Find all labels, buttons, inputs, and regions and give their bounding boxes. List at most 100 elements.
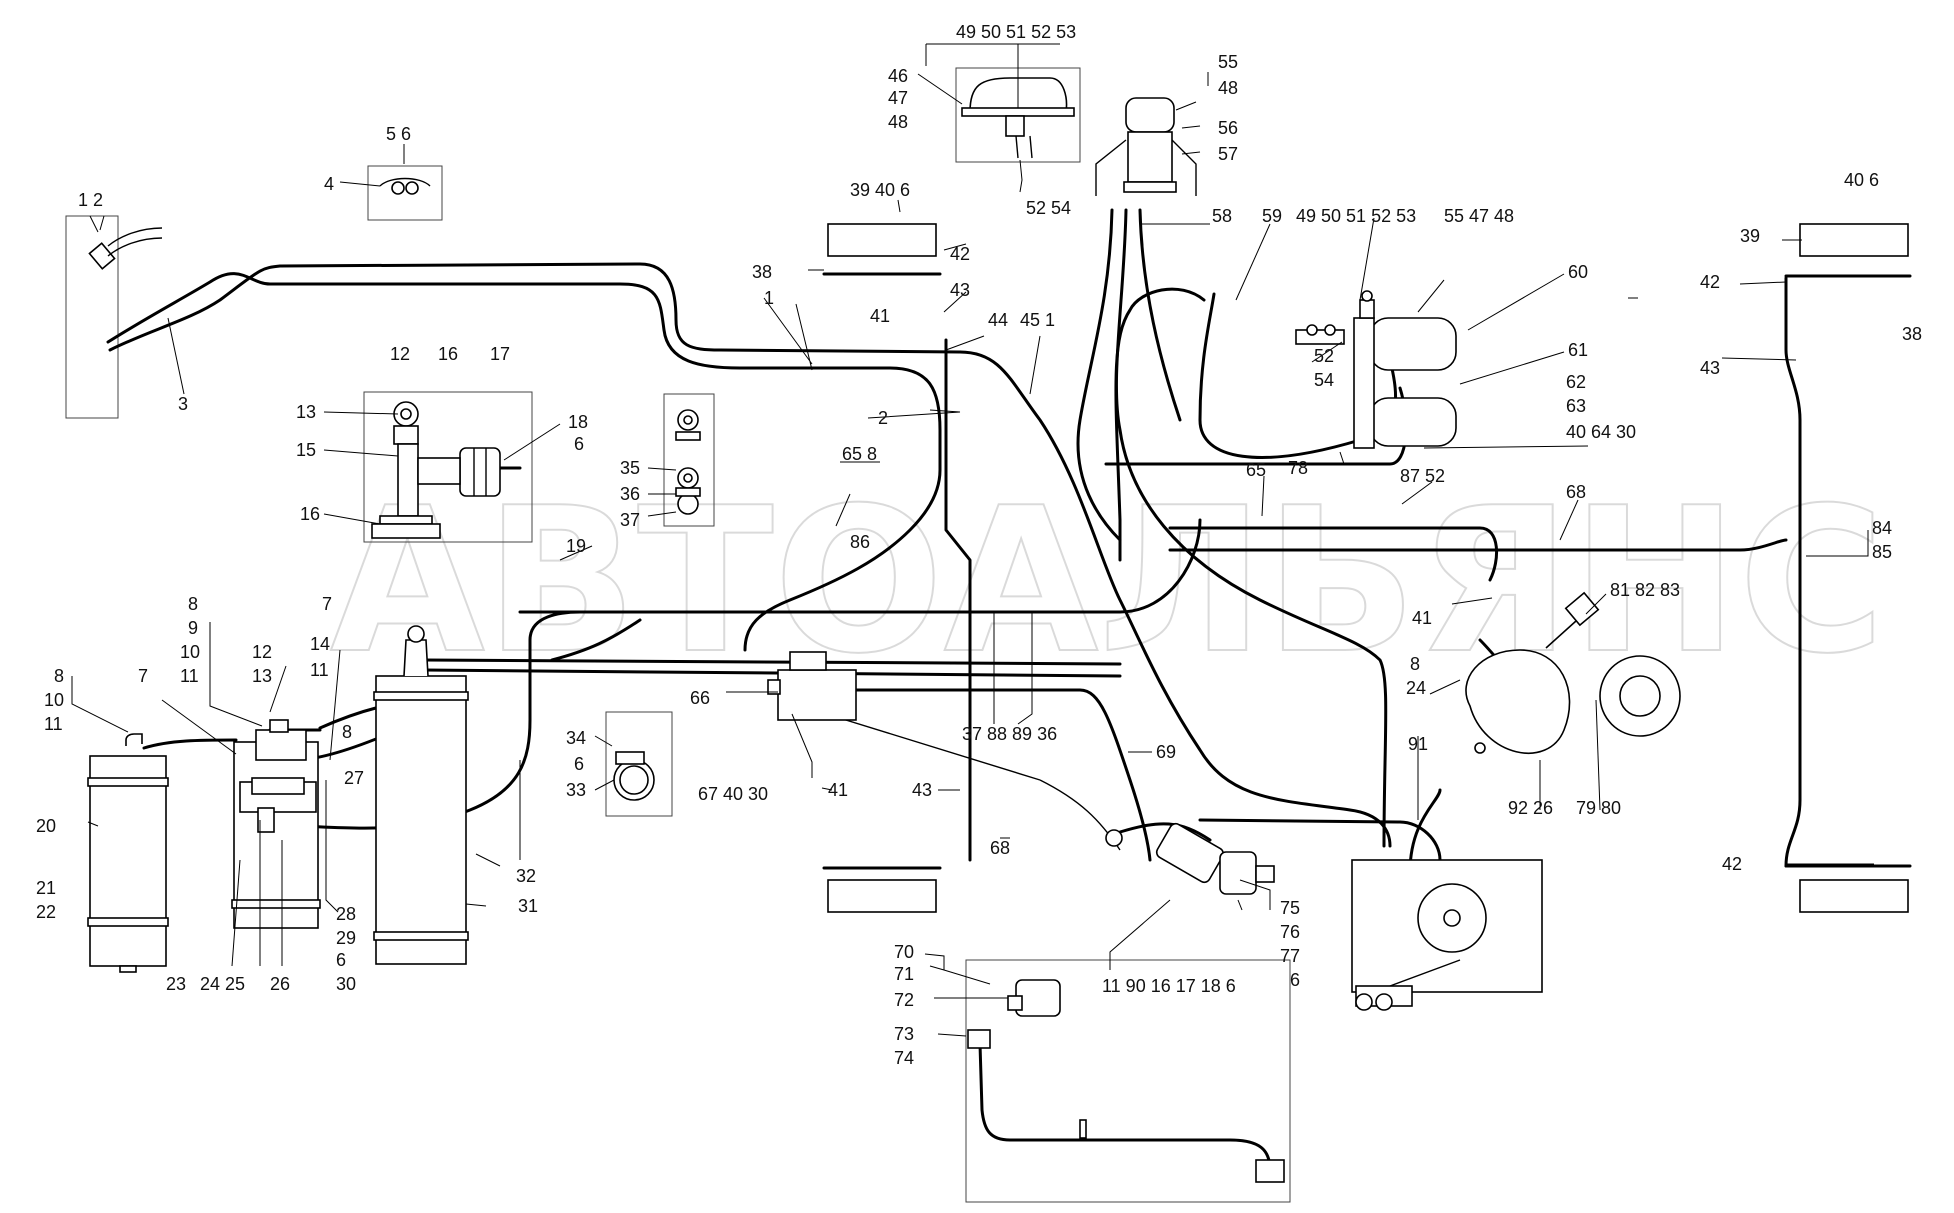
- callout: 3: [178, 394, 188, 414]
- pipe-center-b: [422, 668, 1122, 678]
- callout: 79 80: [1576, 798, 1621, 818]
- tank-91-shape: [1351, 859, 1543, 1011]
- callout: 55: [1218, 52, 1238, 72]
- callout: 55 47 48: [1444, 206, 1514, 226]
- component-shapes: [87, 77, 1909, 1183]
- callout: 69: [1156, 742, 1176, 762]
- callout: 8: [1410, 654, 1420, 674]
- callout: 4: [324, 174, 334, 194]
- callout: 20: [36, 816, 56, 836]
- callout: 12: [252, 642, 272, 662]
- valve-66-shape: [767, 651, 857, 721]
- callout: 13: [296, 402, 316, 422]
- clamp-shape: [613, 751, 655, 801]
- callout: 52: [1314, 346, 1334, 366]
- callout: 86: [850, 532, 870, 552]
- inset-drain-box: [965, 959, 1291, 1203]
- callout: 32: [516, 866, 536, 886]
- coupling-head-shape: [88, 227, 163, 270]
- callout: 72: [894, 990, 914, 1010]
- callout: 38: [1902, 324, 1922, 344]
- callout: 75: [1280, 898, 1300, 918]
- callout: 68: [990, 838, 1010, 858]
- callout: 43: [950, 280, 970, 300]
- callout: 73: [894, 1024, 914, 1044]
- callout: 11 90 16 17 18 6: [1102, 976, 1236, 996]
- callout: 19: [566, 536, 586, 556]
- callout: 81 82 83: [1610, 580, 1680, 600]
- callout: 85: [1872, 542, 1892, 562]
- callout: 29: [336, 928, 356, 948]
- callout: 34: [566, 728, 586, 748]
- callout: 15: [296, 440, 316, 460]
- callout: 65 8: [842, 444, 877, 464]
- callout: 43: [1700, 358, 1720, 378]
- pipe-cross-lower: [1168, 538, 1788, 552]
- callout: 57: [1218, 144, 1238, 164]
- callout: 77: [1280, 946, 1300, 966]
- brake-chamber-rear-right-bottom: [1799, 879, 1909, 913]
- callout: 10: [44, 690, 64, 710]
- callout: 31: [518, 896, 538, 916]
- pipe-main-upper: [108, 262, 962, 354]
- pipe-cross-upper: [1168, 526, 1499, 582]
- receiver-tank-31-shape: [373, 625, 469, 965]
- pipe-vertical-58c: [1138, 208, 1182, 422]
- callout: 27: [344, 768, 364, 788]
- callout: 1: [764, 288, 774, 308]
- pipe-rear-right-axle: [1784, 276, 1802, 868]
- relief-valves-shape: [675, 409, 701, 515]
- pipe-brake-valve-loop: [1118, 822, 1212, 842]
- callout: 46: [888, 66, 908, 86]
- callout: 63: [1566, 396, 1586, 416]
- callout: 65: [1246, 460, 1266, 480]
- callout: 28: [336, 904, 356, 924]
- callout: 44: [988, 310, 1008, 330]
- inset-clamp-box: [605, 711, 673, 817]
- callout: 54: [1314, 370, 1334, 390]
- callout: 91: [1408, 734, 1428, 754]
- callout: 68: [1566, 482, 1586, 502]
- pipe-to-brake-chamber-right: [1408, 788, 1442, 874]
- callout: 62: [1566, 372, 1586, 392]
- callout: 49 50 51 52 53: [956, 22, 1076, 42]
- callout: 11: [180, 666, 199, 686]
- callout: 26: [270, 974, 290, 994]
- callout: 18: [568, 412, 588, 432]
- callout: 45 1: [1020, 310, 1055, 330]
- callout: 33: [566, 780, 586, 800]
- callout: 36: [620, 484, 640, 504]
- receiver-tank-20-shape: [87, 733, 169, 973]
- callout: 41: [828, 780, 848, 800]
- pipe-center-d: [550, 618, 642, 662]
- pipe-to-brake-valve: [848, 688, 1152, 862]
- callout: 30: [336, 974, 356, 994]
- callout: 41: [1412, 608, 1432, 628]
- callout: 24 25: [200, 974, 245, 994]
- callout: 41: [870, 306, 890, 326]
- pipe-center-c: [518, 518, 1202, 614]
- callout: 60: [1568, 262, 1588, 282]
- callout: 16: [438, 344, 458, 364]
- callout: 16: [300, 504, 320, 524]
- callout: 13: [252, 666, 272, 686]
- callout: 52 54: [1026, 198, 1071, 218]
- callout: 74: [894, 1048, 914, 1068]
- pipe-vertical-58b: [1114, 208, 1388, 848]
- callout: 43: [912, 780, 932, 800]
- callout: 37 88 89 36: [962, 724, 1057, 744]
- pipe-tank20: [142, 738, 238, 750]
- callout: 48: [1218, 78, 1238, 98]
- callout: 35: [620, 458, 640, 478]
- pipe-to-right-tank: [958, 350, 1392, 848]
- pipe-main-lower: [106, 272, 942, 652]
- protection-valve-55-shape: [1095, 97, 1197, 196]
- callout: 56: [1218, 118, 1238, 138]
- brake-chamber-front-left-top: [827, 223, 937, 257]
- callout-labels: 1 2 3 4 5 6 12 16 17 13 15 18 6 16 19 8 …: [36, 22, 1922, 1068]
- relay-valve-shape: [1295, 290, 1457, 449]
- protection-valve-shape: [371, 401, 501, 539]
- callout: 58: [1212, 206, 1232, 226]
- callout: 76: [1280, 922, 1300, 942]
- callout: 42: [1700, 272, 1720, 292]
